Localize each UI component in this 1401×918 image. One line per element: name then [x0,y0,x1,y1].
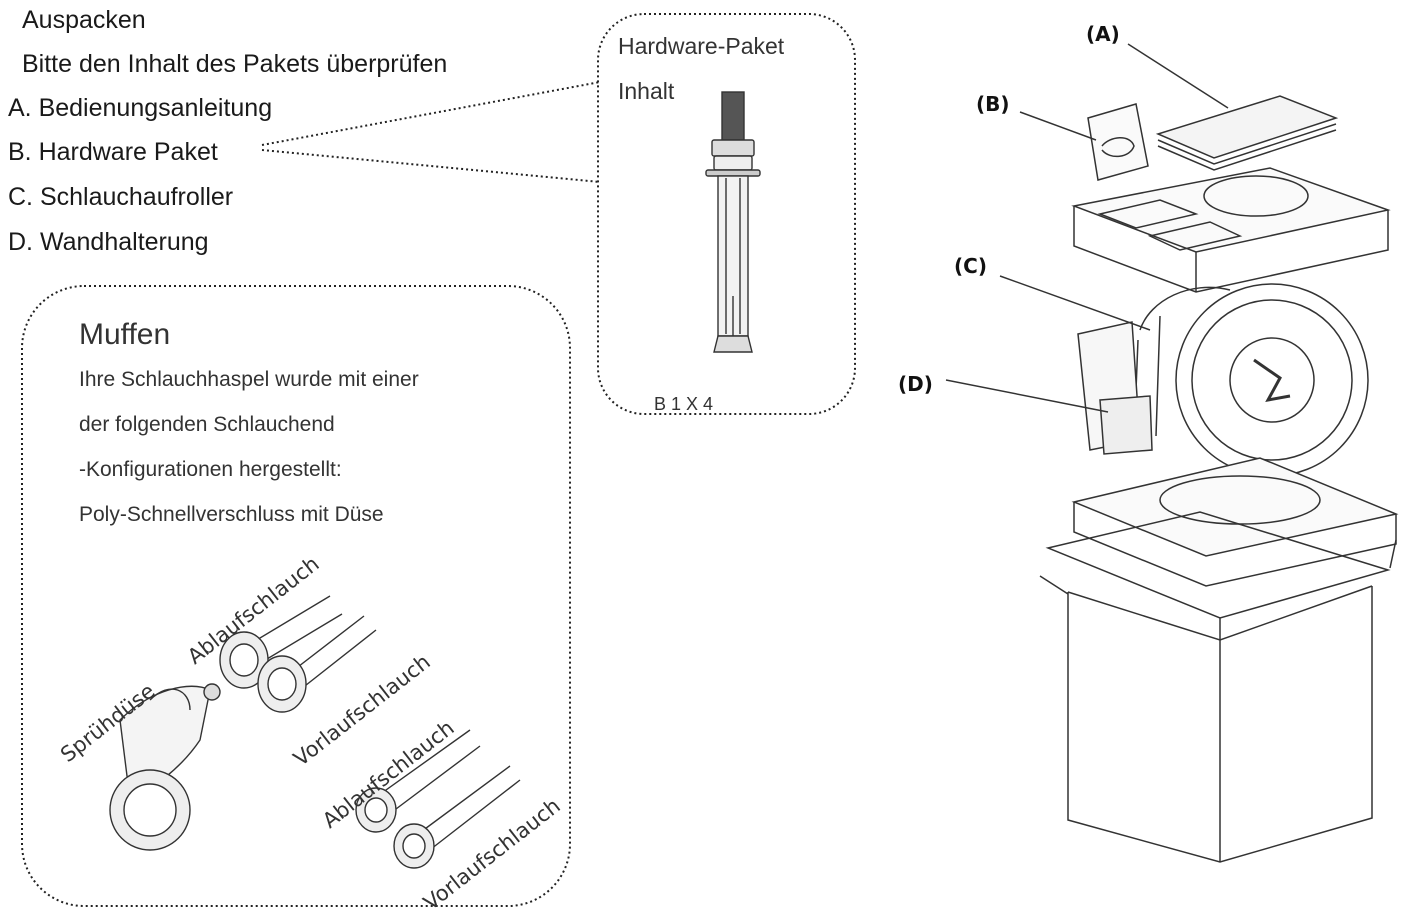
content-item-a: A. Bedienungsanleitung [8,94,273,122]
muffen-line-3: -Konfigurationen hergestellt: [79,458,342,481]
content-item-d: D. Wandhalterung [8,228,209,256]
hardware-box-title: Hardware-Paket [618,33,785,59]
callout-a: (A) [1086,22,1120,46]
hardware-leader-line [261,81,601,183]
muffen-title: Muffen [79,318,171,351]
callout-c: (C) [954,254,987,278]
muffen-line-1: Ihre Schlauchhaspel wurde mit einer [79,368,419,391]
callout-d: (D) [898,372,933,396]
hose-fittings-illustration [109,595,521,869]
hardware-box-frame [597,13,856,415]
section-title: Auspacken [22,6,146,34]
hardware-box-subtitle: Inhalt [618,78,675,104]
content-item-b: B. Hardware Paket [8,138,218,166]
muffen-box-frame [21,285,571,907]
unboxing-illustration [945,43,1399,863]
callout-b: (B) [976,92,1010,116]
hardware-count-label: B 1 X 4 [654,394,714,414]
section-subtitle: Bitte den Inhalt des Pakets überprüfen [22,50,448,78]
content-item-c: C. Schlauchaufroller [8,183,234,211]
muffen-line-2: der folgenden Schlauchend [79,413,335,436]
anchor-bolt-icon [705,91,761,353]
muffen-line-4: Poly-Schnellverschluss mit Düse [79,503,384,526]
